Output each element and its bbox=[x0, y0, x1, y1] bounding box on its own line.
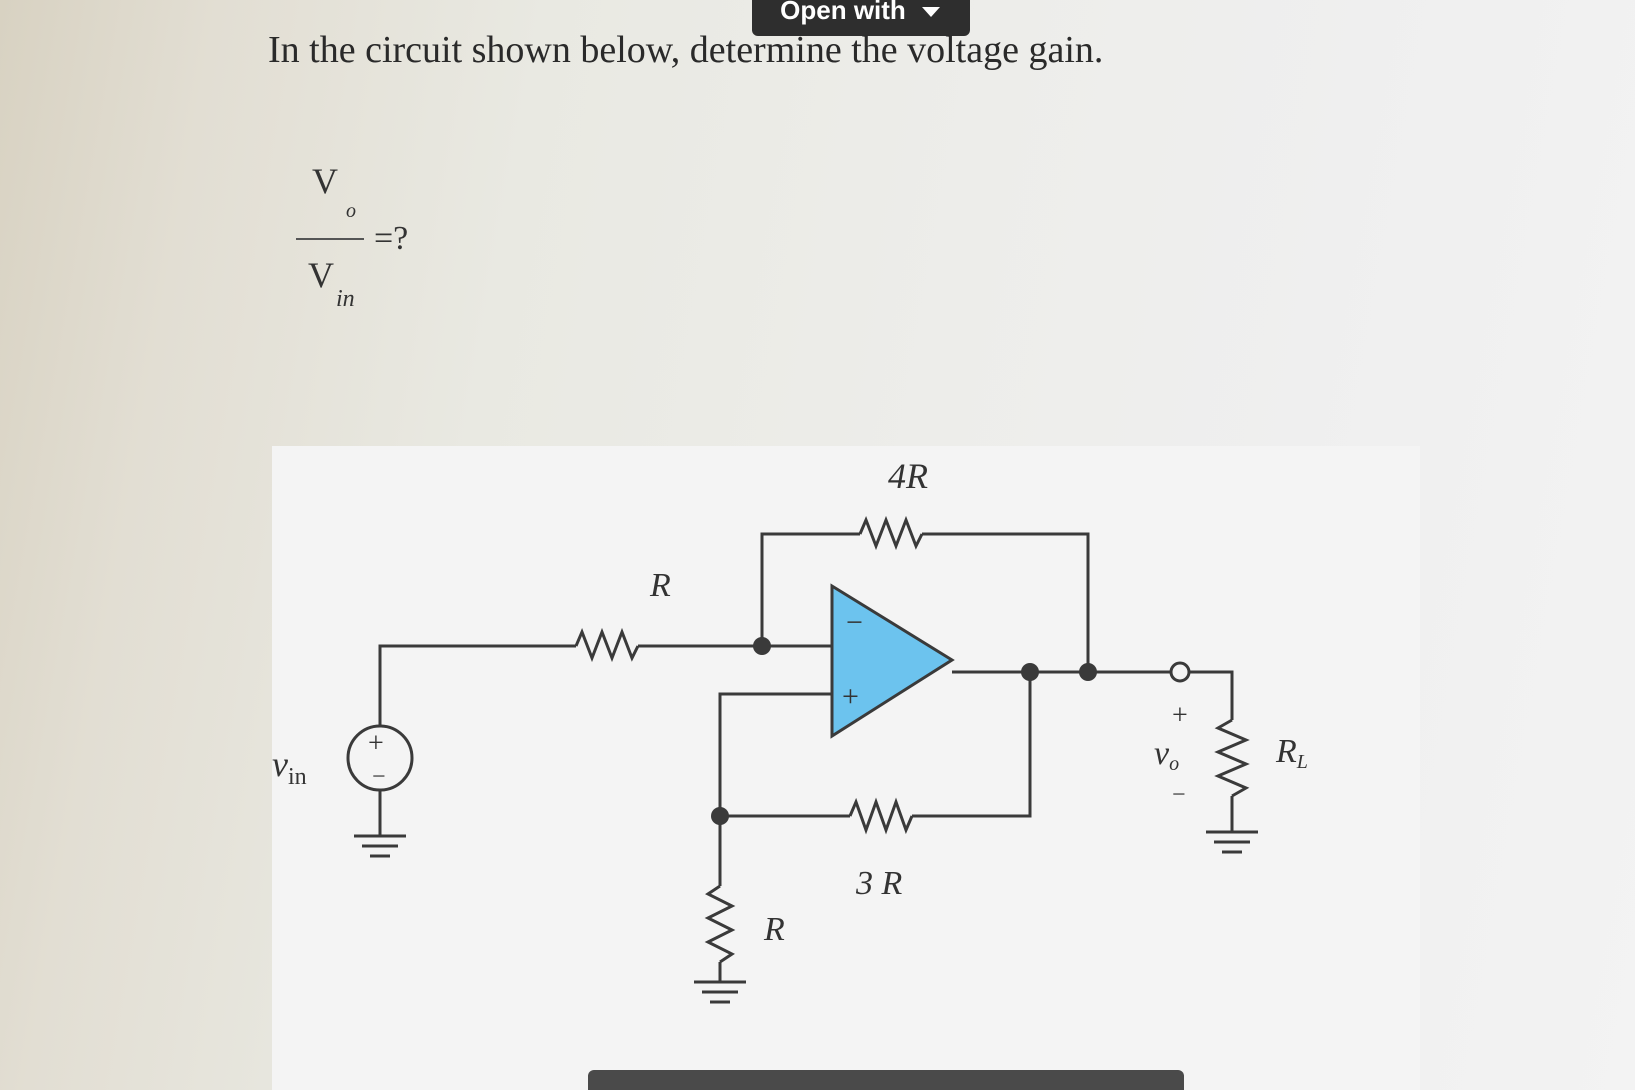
open-with-label: Open with bbox=[780, 0, 906, 25]
label-rl: RL bbox=[1275, 733, 1308, 773]
ground-symbol-load bbox=[1206, 830, 1258, 854]
resistor-rl bbox=[1214, 718, 1250, 798]
output-plus-sign: + bbox=[1172, 700, 1188, 731]
label-vo-sub: o bbox=[1169, 753, 1179, 775]
label-4r: 4R bbox=[888, 456, 928, 496]
output-minus-sign: − bbox=[1172, 782, 1186, 808]
label-r-ground: R bbox=[763, 911, 785, 948]
opamp-noninverting-sign: + bbox=[842, 680, 859, 713]
source-minus-sign: − bbox=[372, 764, 386, 790]
node-output-feedback bbox=[1079, 663, 1097, 681]
resistor-r-input bbox=[574, 627, 640, 663]
label-rl-sub: L bbox=[1296, 751, 1308, 773]
node-output-divider bbox=[1021, 663, 1039, 681]
opamp-triangle bbox=[830, 583, 955, 739]
label-vin-sub: in bbox=[288, 764, 307, 790]
wire-feedback-left bbox=[760, 532, 860, 646]
node-inverting bbox=[753, 637, 771, 655]
label-vin: vin bbox=[272, 744, 307, 790]
formula-denominator: V bbox=[308, 255, 334, 295]
fraction-bar bbox=[296, 238, 364, 240]
source-plus-sign: + bbox=[368, 728, 384, 759]
resistor-r-ground bbox=[704, 884, 736, 964]
label-3r: 3 R bbox=[855, 865, 903, 902]
open-with-button[interactable]: Open with bbox=[752, 0, 970, 36]
opamp-inverting-sign: − bbox=[846, 606, 863, 639]
output-terminal bbox=[1169, 661, 1191, 683]
label-rl-main: R bbox=[1275, 733, 1297, 770]
voltage-source bbox=[346, 724, 414, 792]
ground-symbol-divider bbox=[694, 980, 746, 1004]
circuit-diagram-panel: − + + − 4R R R 3 R vin vo + − RL bbox=[272, 446, 1420, 1090]
circuit-diagram: − + + − 4R R R 3 R vin vo + − RL bbox=[272, 456, 1308, 1004]
formula-numerator: V bbox=[312, 161, 338, 201]
question-text: In the circuit shown below, determine th… bbox=[268, 29, 1104, 71]
ground-symbol-source bbox=[354, 834, 406, 858]
formula-equals: =? bbox=[374, 220, 409, 257]
chevron-down-icon bbox=[921, 7, 940, 17]
wire-load bbox=[1180, 670, 1234, 720]
label-vin-main: v bbox=[272, 744, 288, 784]
label-vo: vo bbox=[1154, 735, 1179, 775]
formula-numerator-sub: o bbox=[346, 200, 356, 222]
label-vo-main: v bbox=[1154, 735, 1170, 772]
label-r-input: R bbox=[649, 567, 671, 604]
resistor-3r bbox=[848, 797, 914, 835]
bottom-toolbar[interactable] bbox=[588, 1070, 1184, 1090]
node-divider bbox=[711, 807, 729, 825]
wire-feedback-right bbox=[922, 532, 1090, 672]
wire-divider-right bbox=[912, 672, 1032, 818]
formula-denominator-sub: in bbox=[336, 286, 355, 312]
gain-formula: V o =? V in bbox=[290, 160, 470, 320]
resistor-4r bbox=[858, 515, 924, 551]
wire-noninverting bbox=[718, 692, 832, 886]
wire-source-top bbox=[378, 644, 576, 726]
